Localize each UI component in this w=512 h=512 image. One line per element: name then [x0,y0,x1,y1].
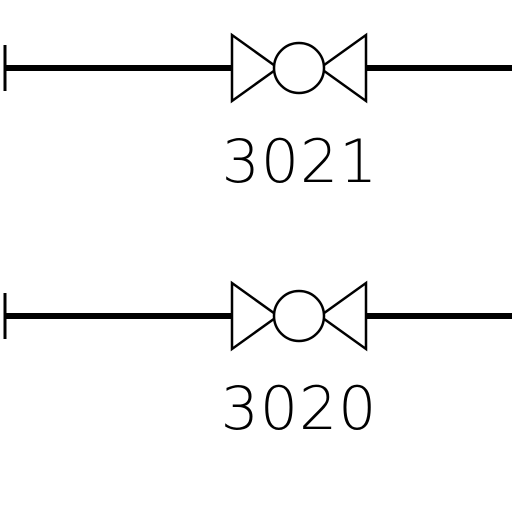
valve-right-triangle [317,32,368,104]
ball-valve-symbol[interactable] [230,32,368,104]
valve-left-triangle [230,32,281,104]
valve-left-triangle [230,280,281,352]
valve-ball-circle [272,41,326,95]
valve-tag-label: 3021 [222,127,379,197]
valve-right-triangle [317,280,368,352]
valve-tag-label: 3020 [221,374,378,444]
ball-valve-symbol[interactable] [230,280,368,352]
valve-line-3020: 3020 [3,280,512,444]
valve-line-3021: 3021 [3,32,512,197]
valve-ball-circle [272,289,326,343]
